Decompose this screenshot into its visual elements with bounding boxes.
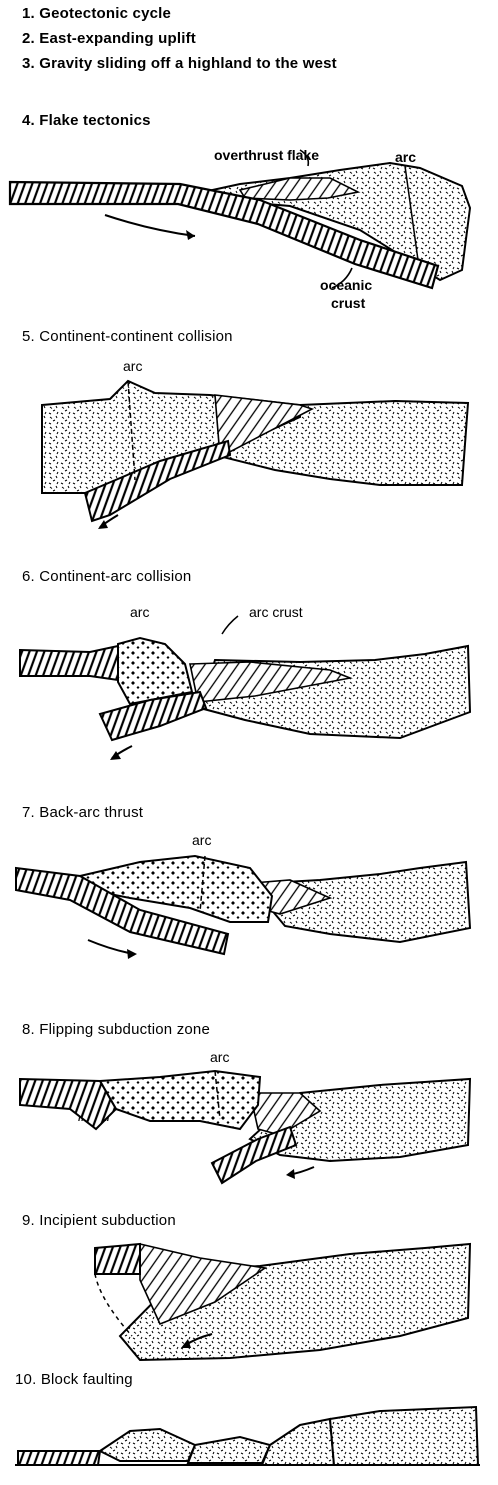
block-faulting-diagram (0, 1405, 498, 1485)
section-6-title: 6. Continent-arc collision (22, 568, 191, 585)
continent-arc-collision-diagram (0, 620, 498, 770)
subducting-slab-6 (100, 692, 206, 740)
section-6-arc-label: arc (130, 604, 149, 620)
list-item-2: 2. East-expanding uplift (22, 30, 196, 47)
section-8-title: 8. Flipping subduction zone (22, 1021, 210, 1038)
list-item-3: 3. Gravity sliding off a highland to the… (22, 55, 337, 72)
flow-arrow (105, 215, 195, 236)
arc-crust-label: arc crust (249, 604, 303, 620)
flake-tectonics-diagram (0, 160, 498, 310)
continent-collision-diagram (0, 375, 498, 535)
oceanic-slab-6 (20, 646, 118, 680)
section-7-title: 7. Back-arc thrust (22, 804, 143, 821)
section-10-title: 10. Block faulting (15, 1371, 133, 1388)
arc-body-8 (100, 1071, 260, 1129)
block-3 (262, 1419, 334, 1465)
section-4-title: 4. Flake tectonics (22, 112, 151, 129)
oceanic-slab-9 (95, 1244, 140, 1274)
initial-slab (20, 1079, 116, 1129)
block-2 (188, 1437, 270, 1463)
block-1 (100, 1429, 195, 1461)
incipient-subduction-diagram (0, 1240, 498, 1370)
section-7-arc-label: arc (192, 832, 211, 848)
block-4 (330, 1407, 478, 1465)
section-5-arc-label: arc (123, 358, 142, 374)
section-5-title: 5. Continent-continent collision (22, 328, 233, 345)
flipping-subduction-diagram (0, 1065, 498, 1185)
back-arc-thrust-diagram (0, 850, 498, 970)
oceanic-slab-10 (18, 1451, 100, 1465)
section-8-arc-label: arc (210, 1049, 229, 1065)
section-9-title: 9. Incipient subduction (22, 1212, 176, 1229)
list-item-1: 1. Geotectonic cycle (22, 5, 171, 22)
